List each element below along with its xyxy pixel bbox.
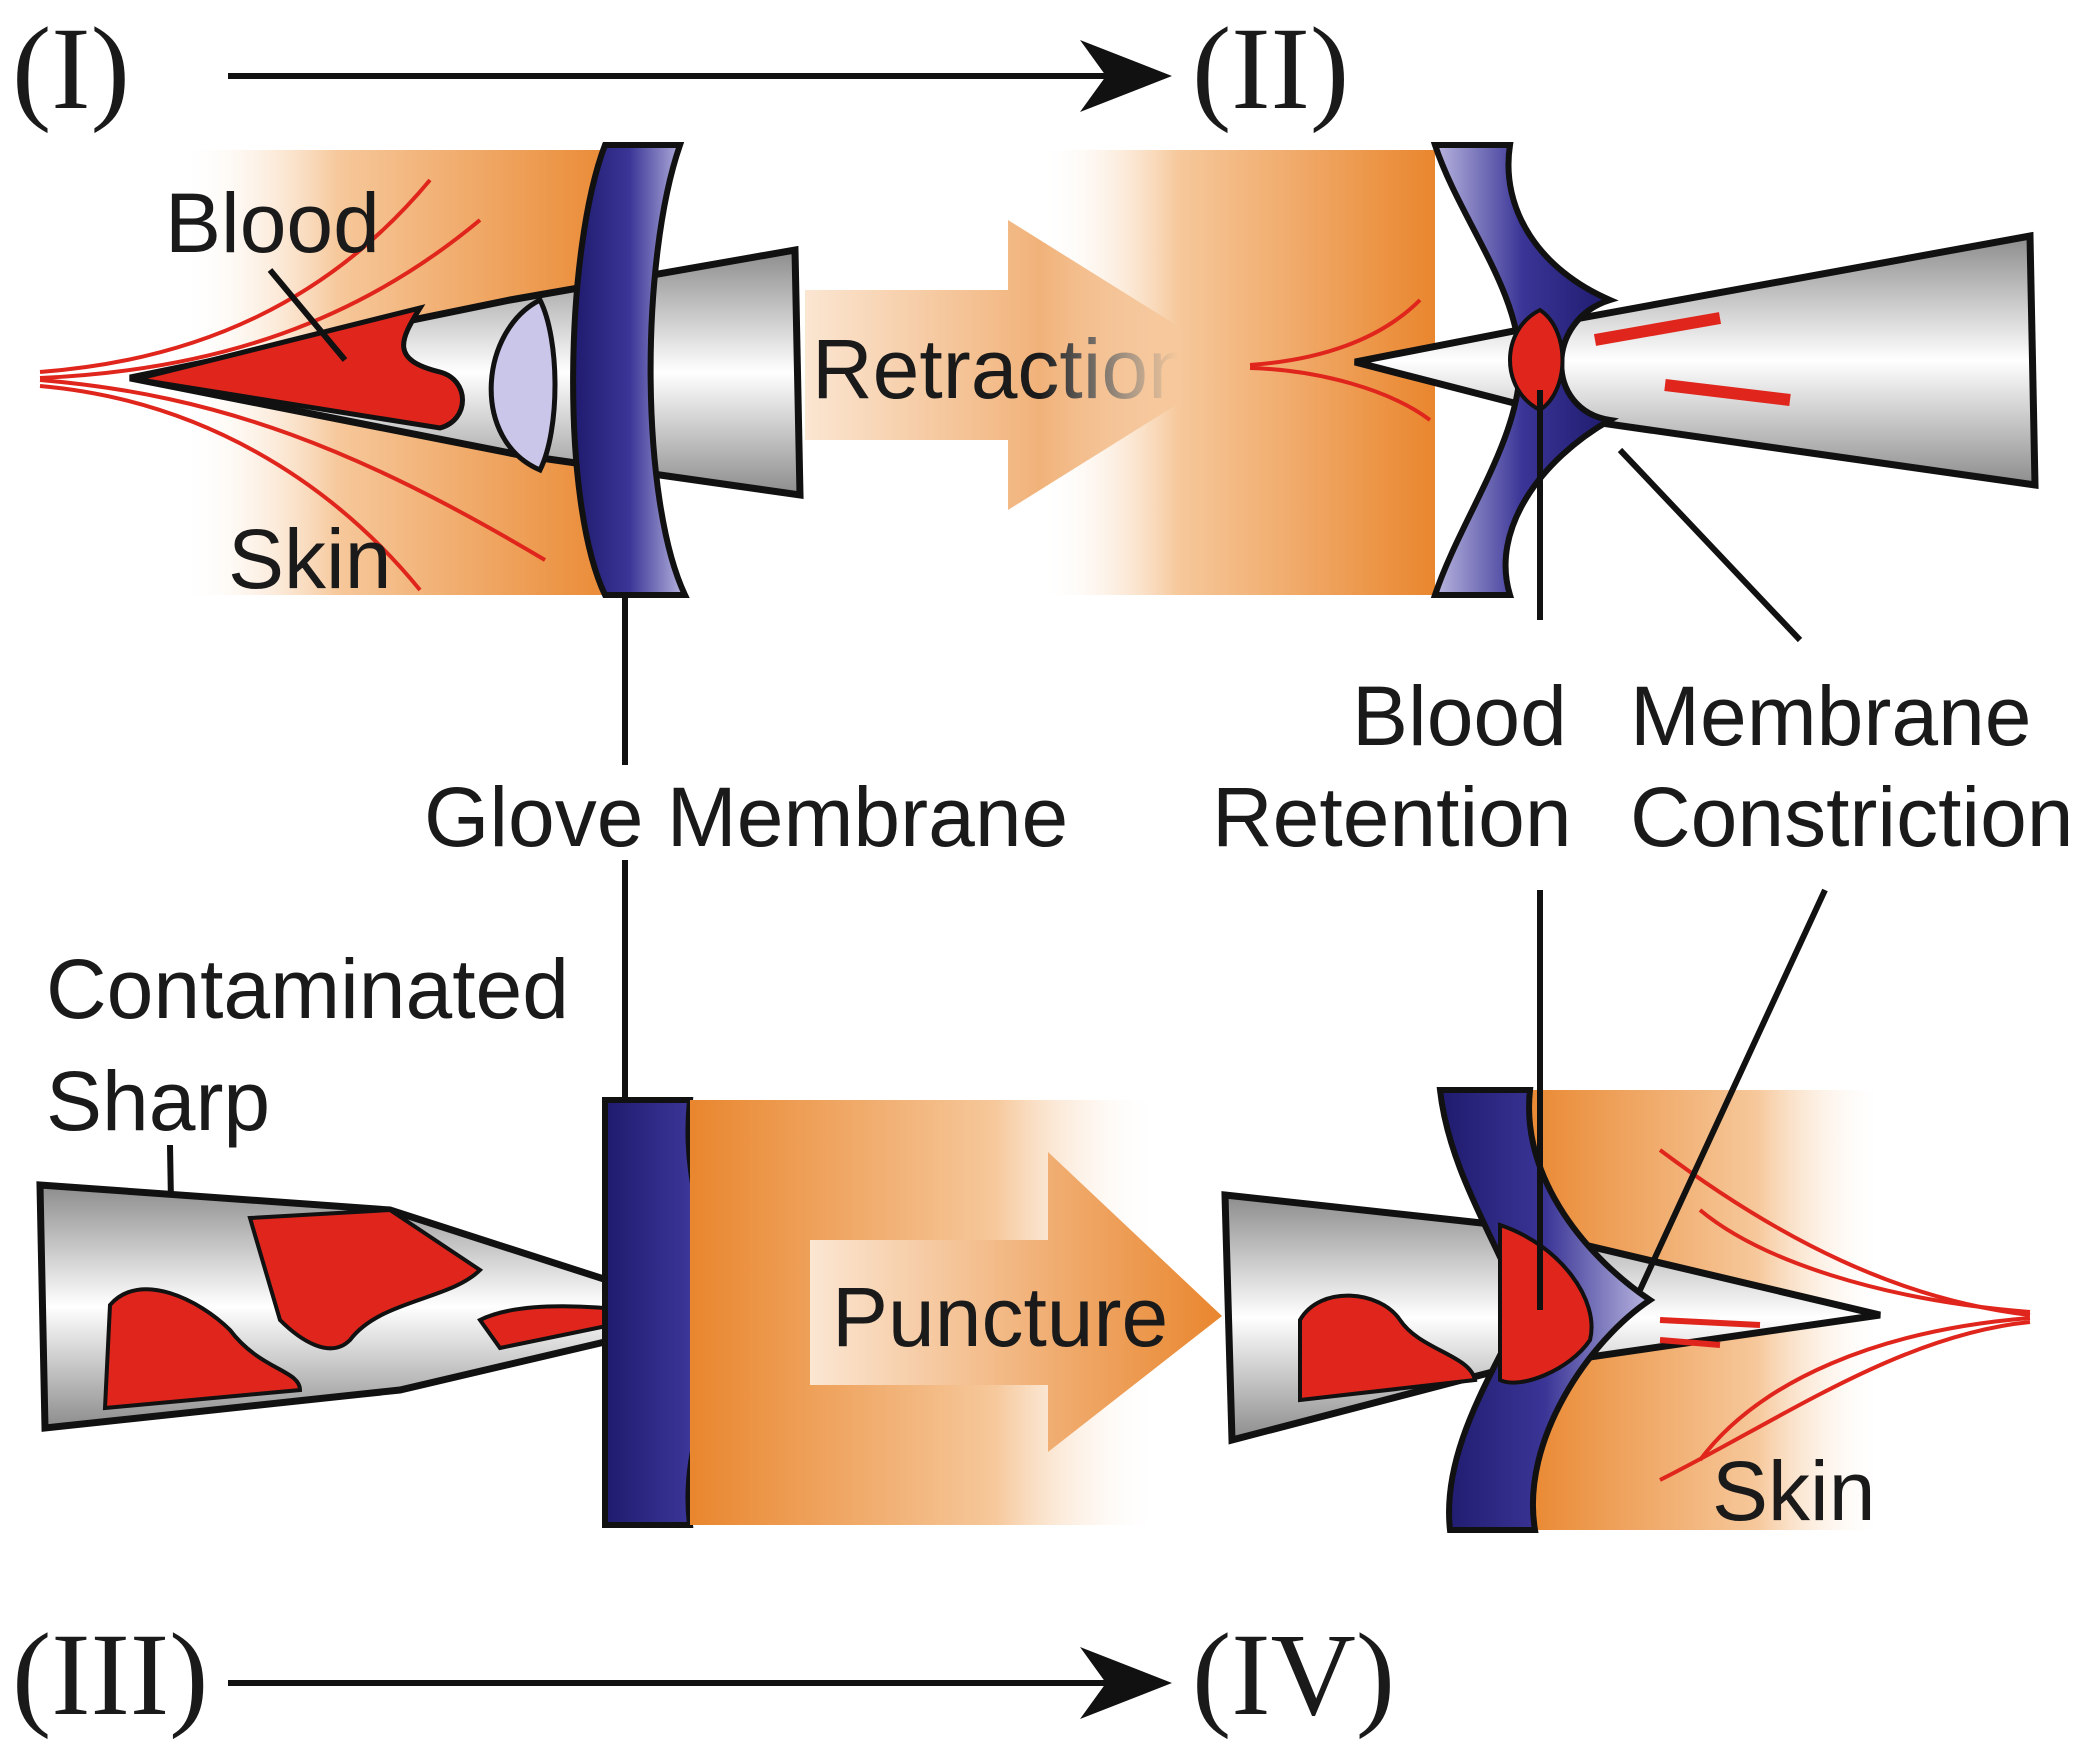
label-membrane-constriction-2: Constriction	[1630, 770, 2073, 864]
blood-trace-iv-a	[1659, 1317, 1761, 1328]
blood-trace-ii-a	[1593, 312, 1722, 346]
label-contaminated-1: Contaminated	[46, 942, 569, 1036]
stage-label-i: (I)	[12, 3, 130, 134]
sharp-ii	[1354, 231, 2039, 490]
panel-iv: Skin	[1221, 888, 2031, 1538]
blood-retention-iv	[1498, 1222, 1594, 1385]
blood-on-sharp-iii-b	[247, 1207, 484, 1351]
pointer-membrane-constriction-iv	[1637, 888, 1828, 1292]
membrane-bulge-i	[488, 296, 558, 474]
label-skin-top: Skin	[228, 512, 391, 606]
pointer-blood	[267, 268, 348, 362]
label-membrane-constriction-1: Membrane	[1630, 669, 2032, 763]
skin-block-ii-fill	[1040, 150, 1435, 595]
stage-label-ii: (II)	[1192, 3, 1349, 134]
label-puncture: Puncture	[832, 1270, 1168, 1364]
stage-label-iii: (III)	[12, 1609, 208, 1740]
label-contaminated-2: Sharp	[46, 1054, 270, 1148]
stage-label-iv: (IV)	[1192, 1609, 1395, 1740]
skin-fibers-iv	[1658, 1148, 2031, 1482]
panel-ii	[1040, 142, 2039, 643]
blood-trace-iv-b	[1659, 1337, 1721, 1348]
blood-on-sharp-iii-a	[102, 1287, 303, 1411]
panel-i: Blood Skin	[39, 142, 804, 606]
glove-membrane-i	[570, 142, 690, 598]
progress-arrowhead-top	[1080, 40, 1172, 112]
label-blood-retention-1: Blood	[1352, 669, 1567, 763]
panel-iii: Contaminated Sharp	[36, 942, 1160, 1528]
label-skin-bottom: Skin	[1712, 1444, 1875, 1538]
skin-fibers-ii	[1249, 298, 1432, 422]
puncture-arrow	[810, 1152, 1222, 1452]
blood-on-sharp-iv	[1298, 1293, 1478, 1403]
blood-trace-ii-b	[1664, 379, 1791, 406]
label-blood: Blood	[165, 176, 380, 270]
progress-arrowhead-bottom	[1080, 1647, 1172, 1719]
pointer-membrane-constriction	[1617, 447, 1803, 643]
blood-on-sharp-i	[137, 304, 465, 431]
label-blood-retention-2: Retention	[1212, 770, 1572, 864]
label-glove-membrane: Glove Membrane	[424, 770, 1068, 864]
retraction-arrow	[805, 220, 1240, 510]
skin-fibers-i	[39, 178, 547, 592]
